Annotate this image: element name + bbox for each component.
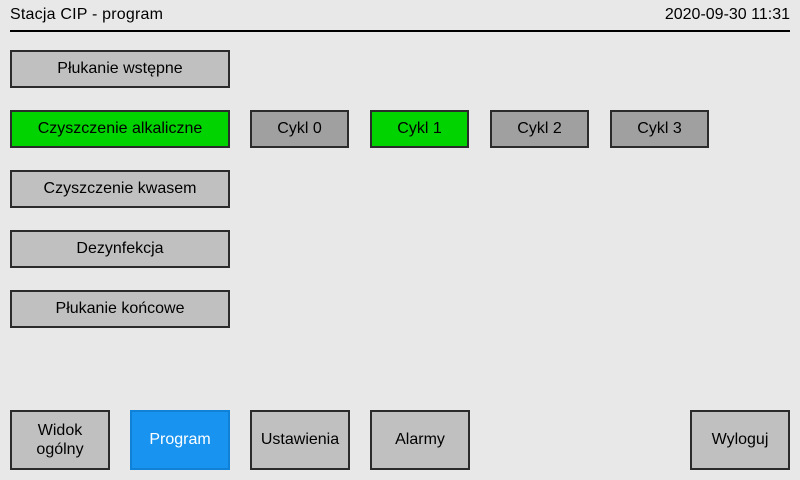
step-button-plukanie-wstepne[interactable]: Płukanie wstępne [10,50,230,88]
header-divider [10,30,790,32]
step-button-plukanie-koncowe[interactable]: Płukanie końcowe [10,290,230,328]
logout-button[interactable]: Wyloguj [690,410,790,470]
datetime-display: 2020-09-30 11:31 [664,6,790,23]
nav-button-ustawienia[interactable]: Ustawienia [250,410,350,470]
step-button-czyszczenie-kwasem[interactable]: Czyszczenie kwasem [10,170,230,208]
page-title: Stacja CIP - program [10,6,164,23]
step-button-dezynfekcja[interactable]: Dezynfekcja [10,230,230,268]
cycle-button-3[interactable]: Cykl 3 [610,110,709,148]
step-button-czyszczenie-alkaliczne[interactable]: Czyszczenie alkaliczne [10,110,230,148]
cycle-button-1[interactable]: Cykl 1 [370,110,469,148]
cycle-button-2[interactable]: Cykl 2 [490,110,589,148]
nav-button-program[interactable]: Program [130,410,230,470]
cycle-button-0[interactable]: Cykl 0 [250,110,349,148]
nav-button-alarmy[interactable]: Alarmy [370,410,470,470]
nav-button-widok-ogolny[interactable]: Widok ogólny [10,410,110,470]
